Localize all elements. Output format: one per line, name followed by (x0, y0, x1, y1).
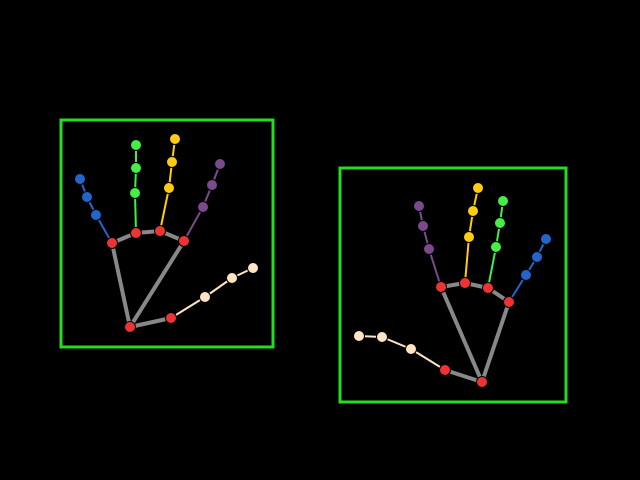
right-hand-pinky-joint (503, 296, 515, 308)
right-hand-palm-bone (439, 285, 484, 384)
left-hand-pinky-joint (74, 173, 86, 185)
right-hand-pinky-joint (531, 251, 543, 263)
left-hand-pinky-joint (81, 191, 93, 203)
left-hand-middle-joint (163, 182, 175, 194)
left-hand-palm-bone (110, 241, 132, 329)
left-hand-palm-bone (128, 239, 186, 329)
left-hand-index-joint (197, 201, 209, 213)
left-hand-thumb-joint (247, 262, 259, 274)
left-hand-ring-joint (130, 162, 142, 174)
left-hand-thumb-joint (226, 272, 238, 284)
right-hand-ring-joint (497, 195, 509, 207)
left-hand-thumb-joint (199, 291, 211, 303)
left-hand-ring-joint (130, 139, 142, 151)
right-hand-thumb-joint (353, 330, 365, 342)
right-hand-wrist-joint (476, 376, 488, 388)
left-hand-pinky-joint (106, 237, 118, 249)
skeleton-joints (74, 133, 552, 388)
left-hand-middle-bone (159, 187, 170, 232)
left-hand-bounding-box (59, 118, 275, 349)
right-hand-ring-joint (490, 241, 502, 253)
right-hand-ring-joint (494, 217, 506, 229)
right-hand-index-bone (428, 248, 442, 288)
right-hand-palm-bone (480, 300, 511, 384)
right-hand-middle-joint (463, 231, 475, 243)
left-hand-middle-joint (154, 225, 166, 237)
left-hand-ring-joint (129, 187, 141, 199)
bounding-boxes (59, 118, 568, 404)
left-hand-index-joint (178, 235, 190, 247)
right-hand-pinky-joint (520, 269, 532, 281)
right-hand-index-joint (413, 200, 425, 212)
right-hand-middle-bone (464, 236, 470, 284)
right-hand-palm-bone (443, 368, 484, 384)
right-hand-index-joint (423, 243, 435, 255)
left-hand-middle-joint (166, 156, 178, 168)
right-hand-middle-joint (472, 182, 484, 194)
right-hand-middle-joint (467, 205, 479, 217)
right-hand-index-joint (417, 220, 429, 232)
left-hand-palm-bone (128, 316, 173, 329)
right-hand-thumb-joint (405, 343, 417, 355)
right-hand-thumb-joint (376, 331, 388, 343)
left-hand-index-joint (206, 179, 218, 191)
left-hand-wrist-joint (124, 321, 136, 333)
right-hand-ring-bone (487, 246, 497, 289)
left-hand-middle-joint (169, 133, 181, 145)
right-hand-ring-joint (482, 282, 494, 294)
right-hand-thumb-bone (410, 348, 446, 371)
right-hand-middle-joint (459, 277, 471, 289)
left-hand-thumb-joint (165, 312, 177, 324)
left-hand-index-bone (183, 206, 204, 242)
left-hand-ring-bone (134, 192, 137, 234)
left-hand-pinky-joint (90, 209, 102, 221)
right-hand-thumb-joint (439, 364, 451, 376)
left-hand-ring-joint (130, 227, 142, 239)
right-hand-index-joint (435, 281, 447, 293)
right-hand-bounding-box (338, 166, 568, 404)
right-hand-pinky-joint (540, 233, 552, 245)
left-hand-index-joint (214, 158, 226, 170)
left-hand-thumb-bone (170, 296, 206, 319)
